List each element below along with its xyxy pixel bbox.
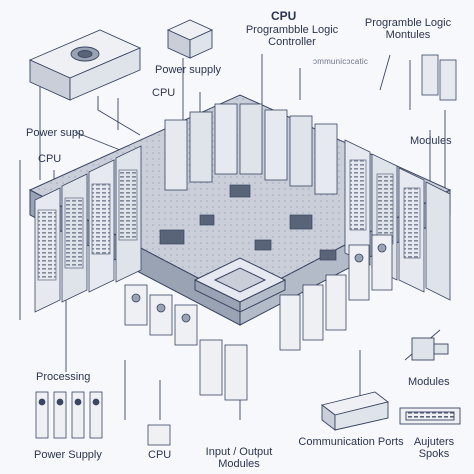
label-cpu-upper: CPU [152,87,176,99]
label-io-modules: Input / Output Modules [205,446,273,470]
left-module-bank [34,145,142,313]
label-modules-right: Modules [410,135,452,147]
power-supply-unit-top [28,29,142,101]
communication-port-unit [320,391,390,431]
bottom-left-modules [35,391,103,439]
side-plug [411,337,449,361]
label-communication-small: ɔmmunicɔcatic [313,57,369,66]
cpu-chip [193,257,287,313]
terminal-blocks-left [124,284,248,401]
label-plc-controller: Programbble Logic Controller [245,24,339,48]
label-power-supply-bottom: Power Supply [34,449,102,461]
label-cpu-top: CPU [271,9,297,23]
label-power-supply-left: Power supp [26,127,85,139]
floating-module-top [166,19,214,59]
label-plc-modules: Programble Logic Montules [364,17,452,41]
board-chips [159,184,337,261]
label-actuators: Aujuters Spoks [413,436,455,460]
terminal-blocks-right [279,234,393,351]
floating-module-top-right [421,54,457,101]
label-communication-ports: Communication Ports [298,436,404,448]
label-cpu-bottom: CPU [148,449,172,461]
actuator-connector [399,407,461,425]
label-power-supply-top: Power supply [155,64,222,76]
label-processing: Processing [36,371,91,383]
label-cpu-left: CPU [38,153,62,165]
bottom-cpu-module [147,424,171,446]
back-module-row [164,103,338,195]
label-modules-bottom-right: Modules [408,376,450,388]
